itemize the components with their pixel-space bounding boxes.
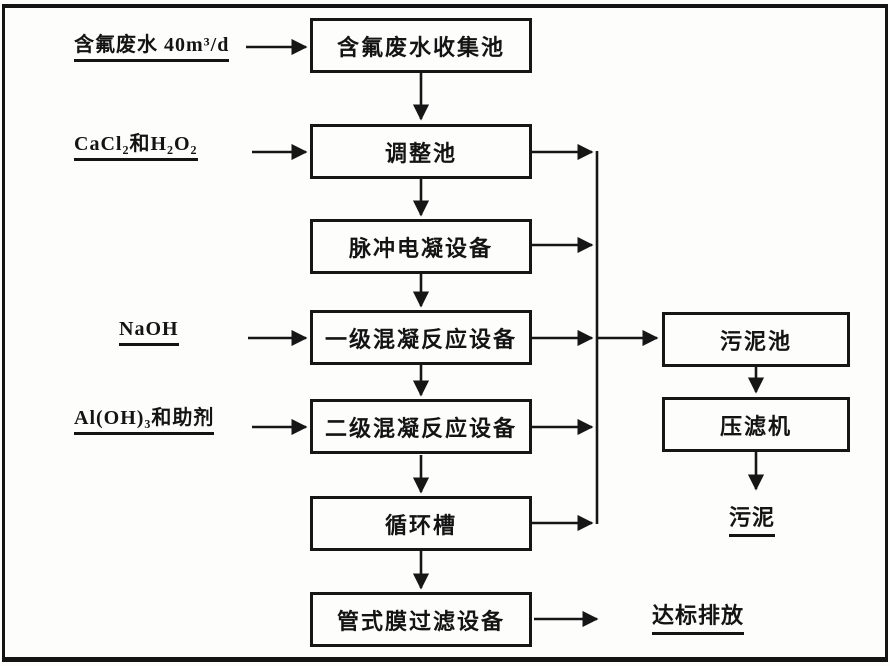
node-tubular-membrane-filter: 管式膜过滤设备: [310, 592, 532, 647]
input-arrows: [246, 38, 308, 436]
node-label: 调整池: [384, 140, 457, 166]
input-label-cacl2-h2o2: CaCl₂和H₂O₂: [74, 127, 198, 161]
node-label: 压滤机: [719, 413, 792, 439]
node-secondary-coagulation: 二级混凝反应设备: [310, 399, 532, 454]
node-label: 污泥池: [719, 328, 792, 354]
node-label: 含氟废水收集池: [336, 34, 505, 60]
node-circulation-tank: 循环槽: [310, 496, 532, 551]
node-label: 一级混凝反应设备: [324, 326, 517, 352]
node-collection-pool: 含氟废水收集池: [310, 18, 532, 73]
input-label-text: NaOH: [119, 318, 179, 346]
input-label-naoh: NaOH: [119, 318, 179, 346]
node-label: 脉冲电凝设备: [348, 235, 493, 261]
node-pulse-electrocoagulation: 脉冲电凝设备: [310, 219, 532, 274]
output-label-standard-discharge: 达标排放: [652, 598, 745, 635]
input-label-text: Al(OH)₃和助剂: [74, 401, 215, 435]
node-label: 二级混凝反应设备: [324, 415, 517, 441]
input-label-text: 含氟废水 40m³/d: [74, 28, 230, 62]
output-label-text: 达标排放: [652, 598, 745, 635]
input-label-fluoride-wastewater: 含氟废水 40m³/d: [74, 28, 230, 62]
node-label: 循环槽: [384, 512, 457, 538]
node-sludge-pool: 污泥池: [662, 312, 850, 367]
collector-arrows: [532, 143, 594, 532]
node-label: 管式膜过滤设备: [336, 608, 505, 634]
node-primary-coagulation: 一级混凝反应设备: [310, 310, 532, 365]
output-label-sludge: 污泥: [729, 500, 776, 537]
sludge-arrows: [597, 329, 765, 491]
node-adjustment-pool: 调整池: [310, 124, 532, 179]
node-filter-press: 压滤机: [662, 397, 850, 452]
input-label-text: CaCl₂和H₂O₂: [74, 127, 198, 161]
input-label-aloh3-additive: Al(OH)₃和助剂: [74, 401, 215, 435]
output-label-text: 污泥: [729, 500, 776, 537]
